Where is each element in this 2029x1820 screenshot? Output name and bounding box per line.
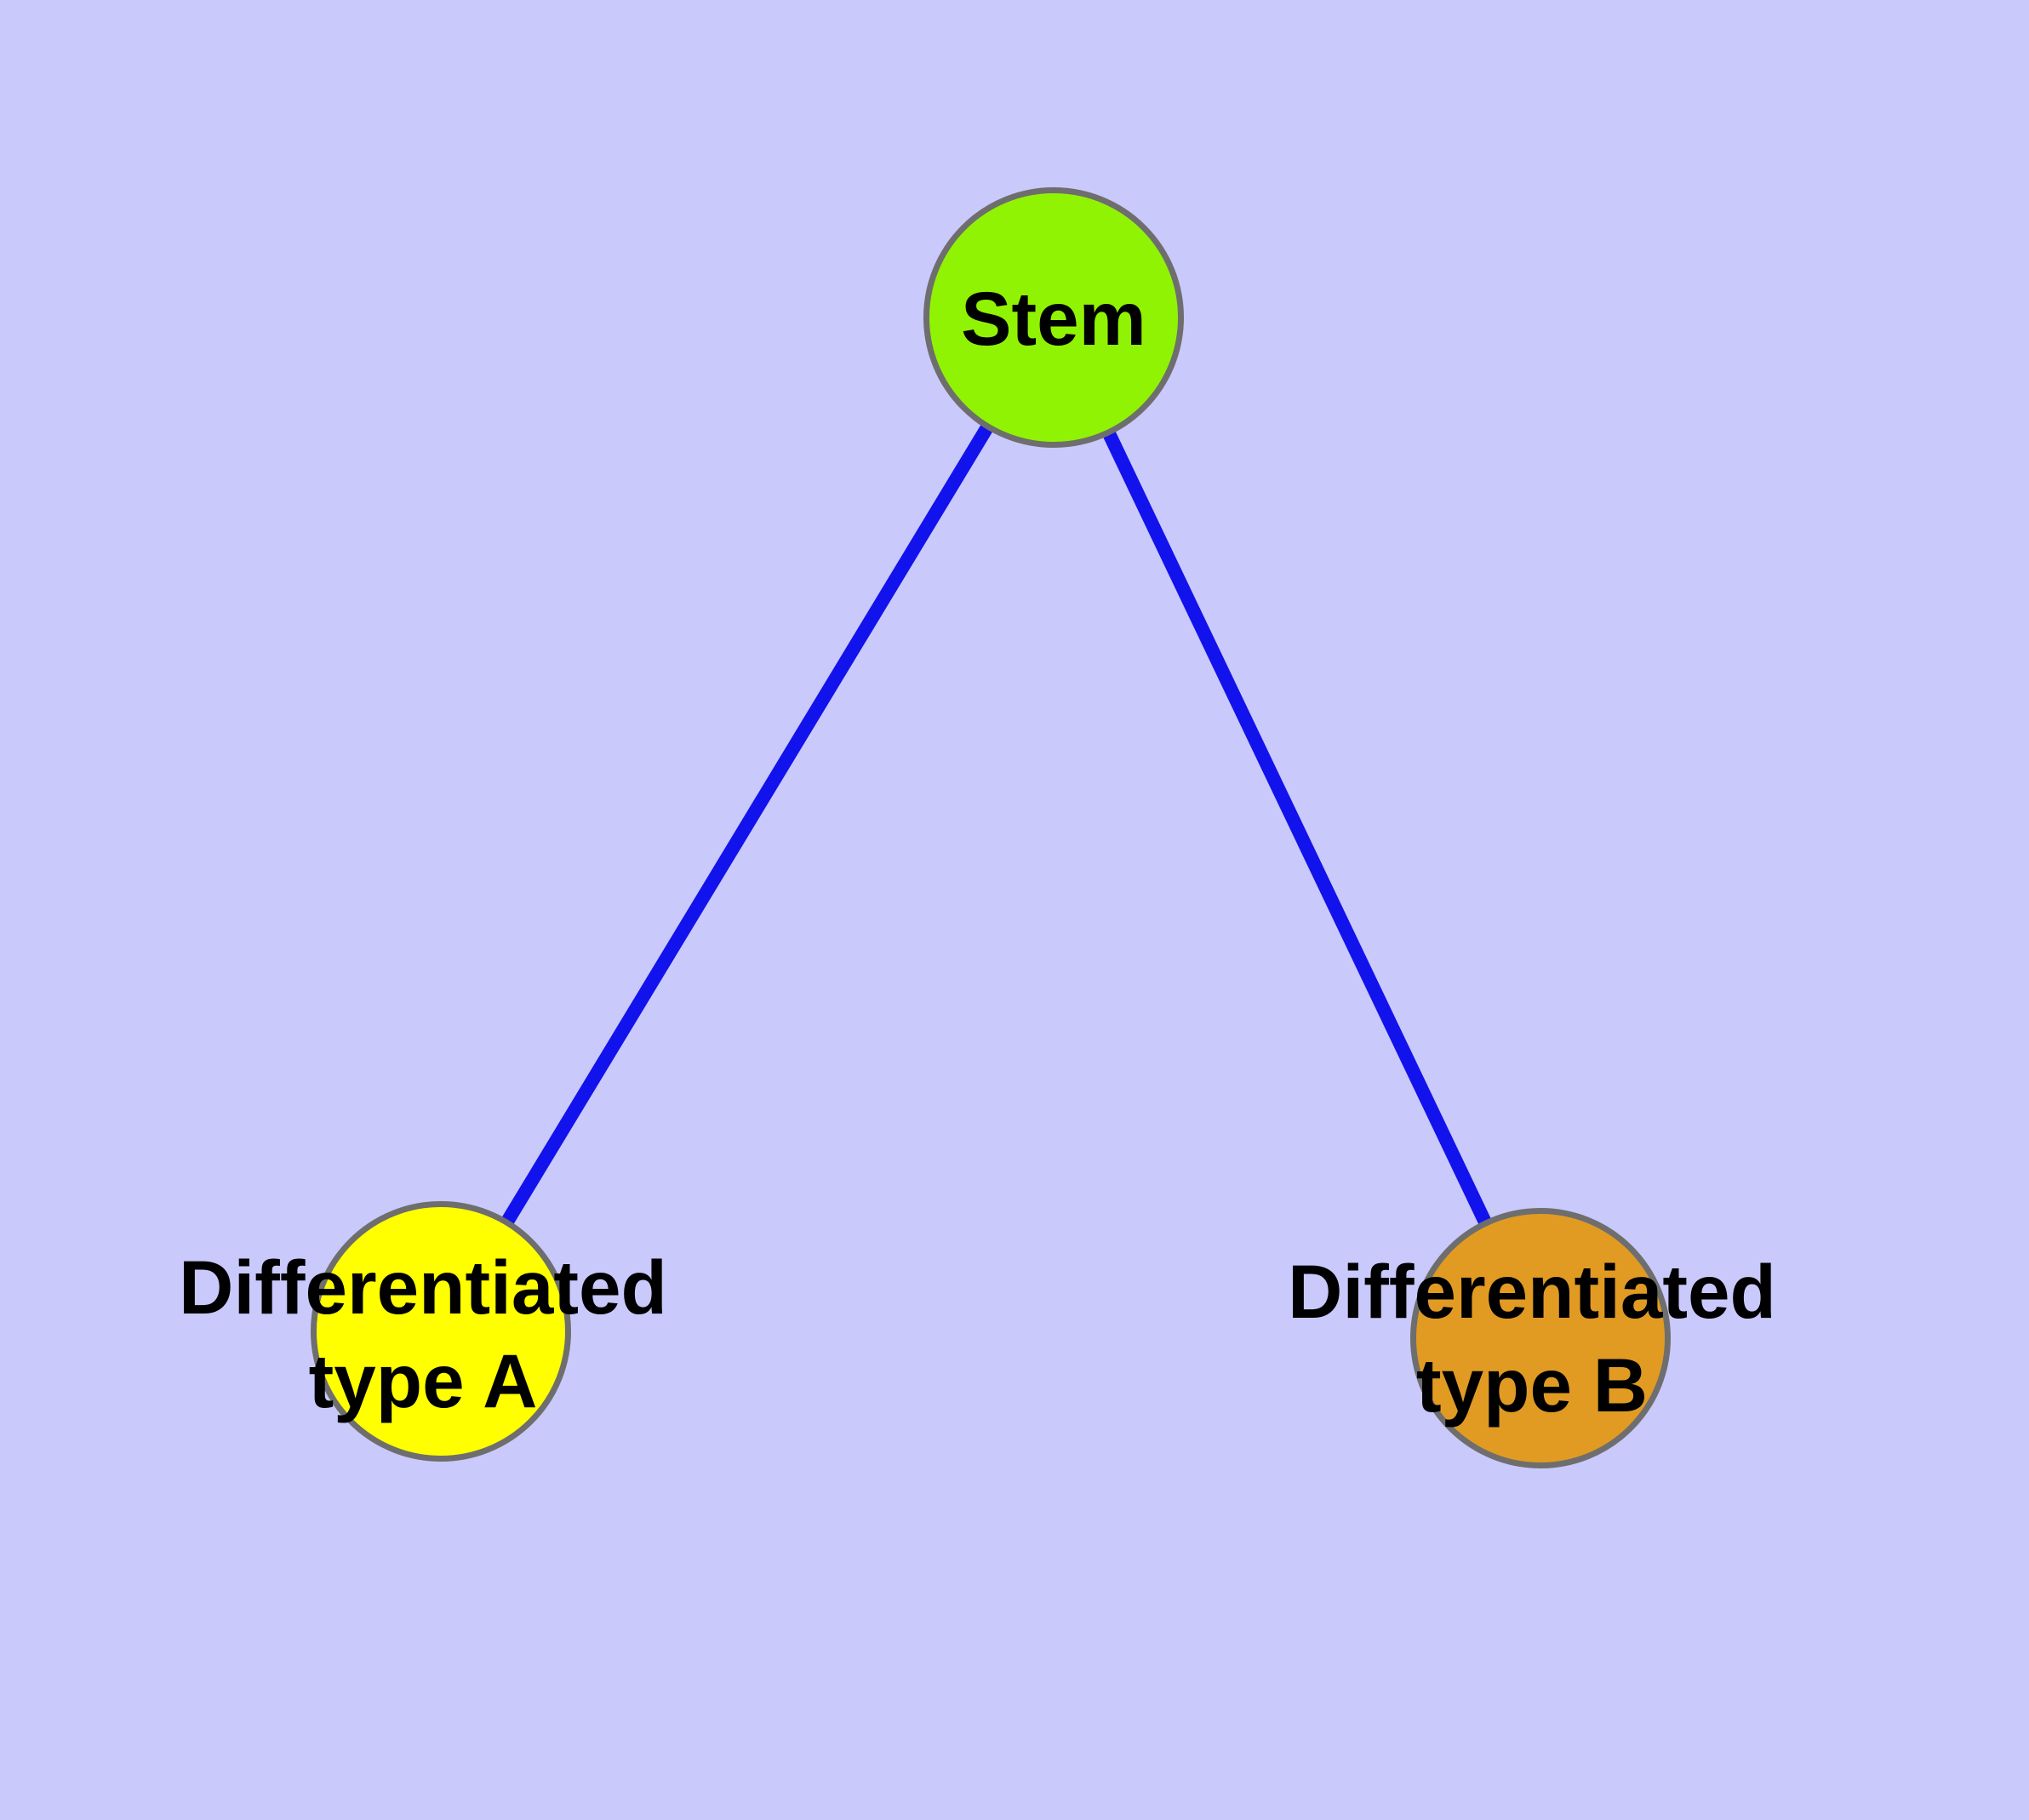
node-label-type-a-line1: Differentiated [179, 1245, 667, 1330]
node-label-type-a-line2: type A [308, 1338, 538, 1423]
node-label-differentiated-type-b: Differentiated type B [1288, 1245, 1776, 1432]
node-differentiated-type-b [1410, 1208, 1671, 1468]
node-differentiated-type-a [311, 1201, 571, 1462]
node-label-stem-text: Stem [961, 276, 1146, 361]
node-label-type-b-line1: Differentiated [1288, 1249, 1776, 1334]
node-label-stem: Stem [961, 272, 1146, 365]
edge-stem-to-type-b [1047, 314, 1547, 1342]
node-label-differentiated-type-a: Differentiated type A [179, 1240, 667, 1428]
node-label-type-b-line2: type B [1415, 1342, 1648, 1428]
node-stem [923, 187, 1184, 448]
edge-stem-to-type-a [435, 313, 1060, 1336]
